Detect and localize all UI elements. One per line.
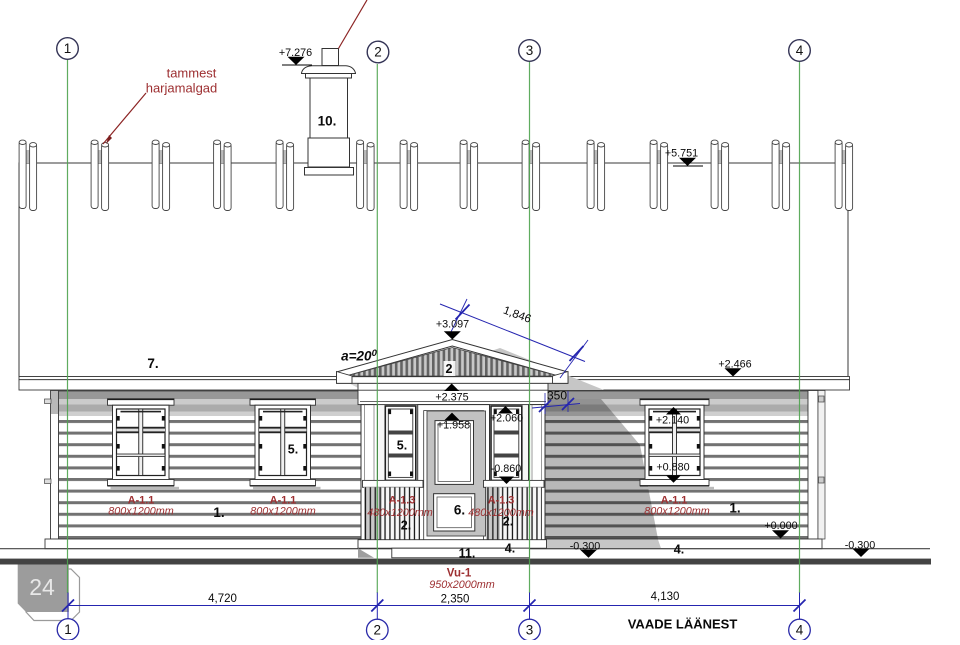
svg-text:+2.375: +2.375 (435, 392, 468, 404)
svg-text:+5.751: +5.751 (665, 148, 698, 160)
svg-text:+0.000: +0.000 (764, 520, 797, 532)
svg-text:-0.300: -0.300 (570, 541, 601, 553)
svg-text:6.: 6. (454, 503, 465, 518)
svg-text:4: 4 (796, 43, 804, 58)
svg-text:7.: 7. (147, 356, 158, 371)
svg-text:A-1.3: A-1.3 (389, 495, 415, 507)
svg-text:5.: 5. (397, 439, 407, 453)
svg-text:24: 24 (29, 574, 55, 600)
svg-text:2,350: 2,350 (441, 594, 470, 606)
svg-text:2: 2 (446, 362, 453, 376)
svg-text:4.: 4. (674, 543, 684, 557)
svg-text:1: 1 (64, 41, 72, 56)
svg-text:-0.860: -0.860 (491, 463, 522, 475)
svg-text:5.: 5. (288, 443, 298, 457)
svg-text:A-1.1: A-1.1 (270, 495, 296, 507)
svg-text:+3.097: +3.097 (436, 319, 469, 331)
svg-text:A-1.1: A-1.1 (128, 495, 154, 507)
svg-text:A-1.1: A-1.1 (661, 495, 687, 507)
svg-text:tammest: tammest (167, 66, 217, 81)
svg-text:480x1200mm: 480x1200mm (468, 507, 533, 519)
svg-text:a=200: a=200 (341, 348, 377, 364)
svg-text:11.: 11. (459, 547, 476, 561)
svg-text:1: 1 (64, 622, 72, 637)
svg-text:+1.958: +1.958 (437, 419, 470, 431)
svg-text:2: 2 (374, 623, 382, 638)
svg-text:350: 350 (547, 389, 567, 403)
svg-text:+7.276: +7.276 (279, 47, 312, 59)
svg-text:+0.880: +0.880 (656, 462, 689, 474)
svg-text:3: 3 (526, 43, 534, 58)
svg-text:harjamalgad: harjamalgad (146, 81, 218, 96)
svg-text:2.: 2. (401, 519, 411, 533)
svg-text:Vu-1: Vu-1 (447, 568, 472, 580)
svg-text:800x1200mm: 800x1200mm (108, 506, 173, 518)
svg-text:VAADE LÄÄNEST: VAADE LÄÄNEST (628, 617, 738, 632)
svg-text:+2.060: +2.060 (490, 413, 523, 425)
svg-text:+2.140: +2.140 (656, 415, 689, 427)
svg-text:A-1.3: A-1.3 (488, 495, 514, 507)
svg-text:10.: 10. (318, 114, 337, 129)
svg-text:4,130: 4,130 (651, 591, 680, 603)
svg-text:800x1200mm: 800x1200mm (250, 506, 315, 518)
svg-text:4: 4 (796, 623, 804, 638)
svg-text:1.: 1. (213, 505, 224, 520)
svg-text:4,720: 4,720 (208, 593, 237, 605)
svg-text:480x1200mm: 480x1200mm (367, 507, 432, 519)
svg-text:+2.466: +2.466 (718, 359, 751, 371)
svg-text:2.: 2. (503, 515, 513, 529)
svg-text:950x2000mm: 950x2000mm (429, 579, 494, 591)
svg-text:-0.300: -0.300 (845, 540, 876, 552)
svg-text:3: 3 (526, 623, 534, 638)
svg-text:2: 2 (374, 45, 382, 60)
svg-text:800x1200mm: 800x1200mm (644, 506, 709, 518)
svg-text:1.: 1. (729, 501, 740, 516)
svg-text:4.: 4. (505, 542, 515, 556)
